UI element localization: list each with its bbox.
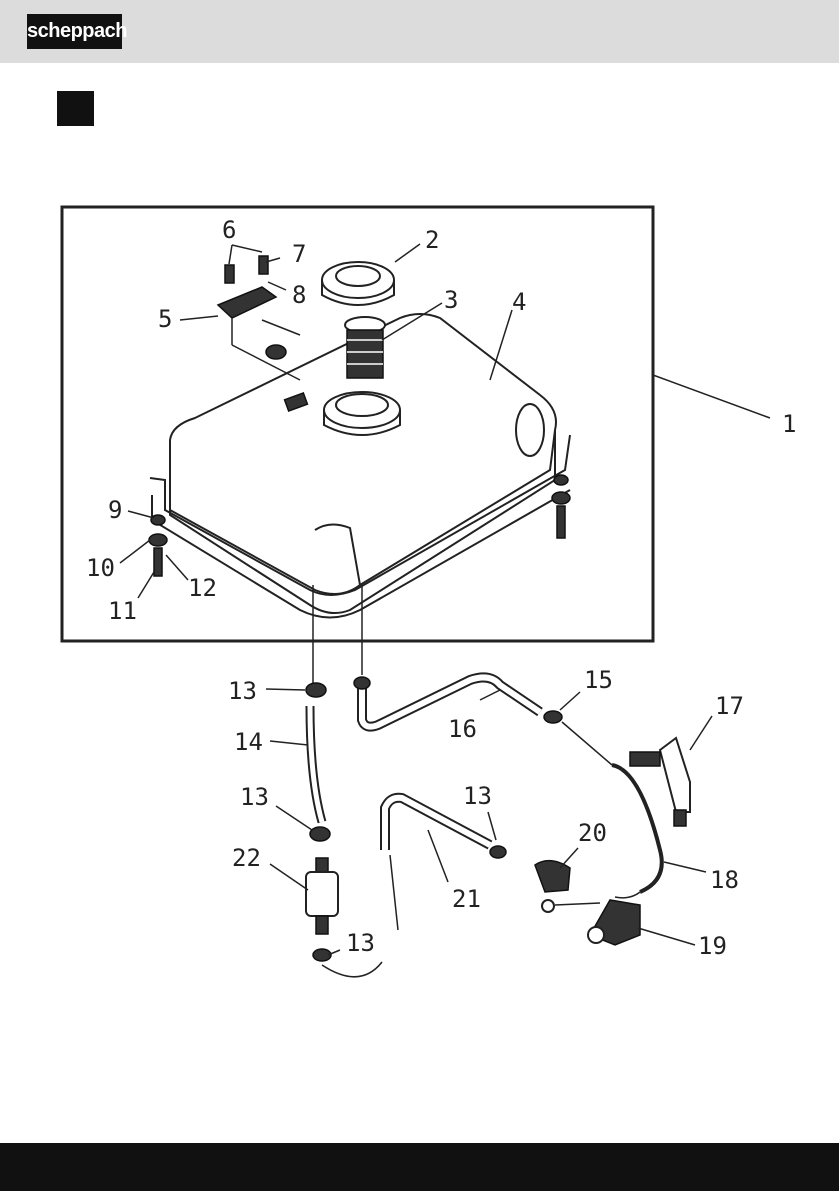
fuel-filter (306, 858, 338, 934)
callout-1: 1 (782, 410, 796, 438)
connector (588, 900, 640, 945)
callout-8: 8 (292, 281, 306, 309)
callout-7: 7 (292, 240, 306, 268)
callout-4: 4 (512, 288, 526, 316)
shutoff-valve (535, 861, 600, 912)
fuel-strainer (345, 317, 385, 378)
callout-18: 18 (710, 866, 739, 894)
footer-bar (0, 1143, 839, 1191)
callout-19: 19 (698, 932, 727, 960)
callout-15: 15 (584, 666, 613, 694)
callout-20: 20 (578, 819, 607, 847)
fuel-gauge-bracket (218, 287, 300, 380)
callout-16: 16 (448, 715, 477, 743)
callout-2: 2 (425, 226, 439, 254)
callout-10: 10 (86, 554, 115, 582)
callout-9: 9 (108, 496, 122, 524)
screws-top (225, 256, 268, 283)
callout-5: 5 (158, 305, 172, 333)
callout-22: 22 (232, 844, 261, 872)
fuel-valve (630, 738, 690, 826)
mount-bolts-right (552, 475, 570, 538)
callout-14: 14 (234, 728, 263, 756)
callout-3: 3 (444, 286, 458, 314)
callout-17: 17 (715, 692, 744, 720)
callout-11: 11 (108, 597, 137, 625)
callout-21: 21 (452, 885, 481, 913)
callout-12: 12 (188, 574, 217, 602)
fuel-cap (322, 262, 394, 305)
mount-bolts-left (149, 515, 167, 576)
callout-13: 13 (346, 929, 375, 957)
callout-13: 13 (463, 782, 492, 810)
callout-13: 13 (240, 783, 269, 811)
callout-13: 13 (228, 677, 257, 705)
callout-6: 6 (222, 216, 236, 244)
